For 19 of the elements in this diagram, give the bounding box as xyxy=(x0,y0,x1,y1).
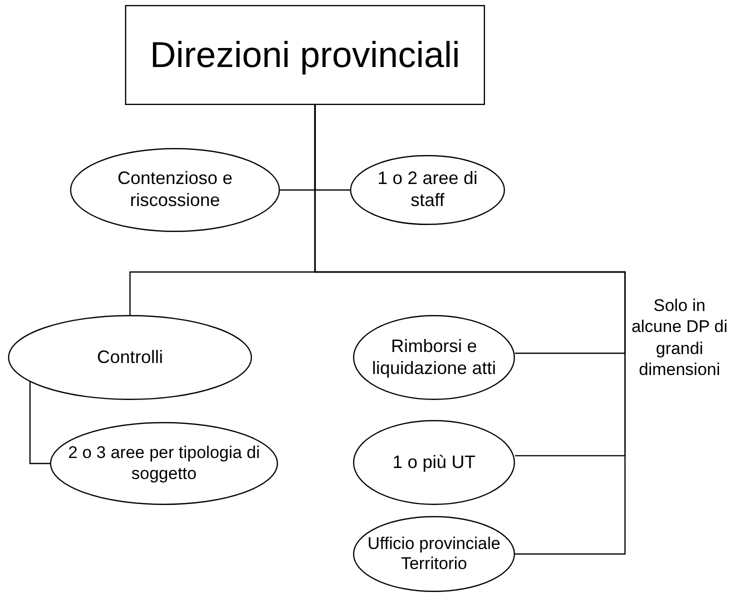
node-text: Controlli xyxy=(96,346,164,368)
ellipse-node xyxy=(70,148,280,232)
node-text: 2 o 3 aree per tipologia di soggetto xyxy=(67,443,261,484)
ellipse-node xyxy=(50,422,278,505)
node-text: 1 o più UT xyxy=(392,452,476,474)
ellipse-node xyxy=(353,315,515,400)
connector-line xyxy=(29,381,50,464)
node-text: Contenzioso e riscossione xyxy=(116,168,234,212)
node-text: Direzioni provinciali xyxy=(150,33,460,77)
note-text: Solo in alcune DP di grandi dimensioni xyxy=(630,295,729,380)
title-box xyxy=(125,5,485,105)
ellipse-node xyxy=(350,155,505,225)
node-text: Rimborsi e liquidazione atti xyxy=(370,336,498,380)
ellipse-node xyxy=(8,315,252,400)
connector-line xyxy=(314,105,626,555)
ellipse-node xyxy=(353,516,515,592)
node-text: Ufficio provinciale Territorio xyxy=(366,534,502,574)
node-text: 1 o 2 aree di staff xyxy=(376,168,479,212)
ellipse-node xyxy=(353,420,515,505)
